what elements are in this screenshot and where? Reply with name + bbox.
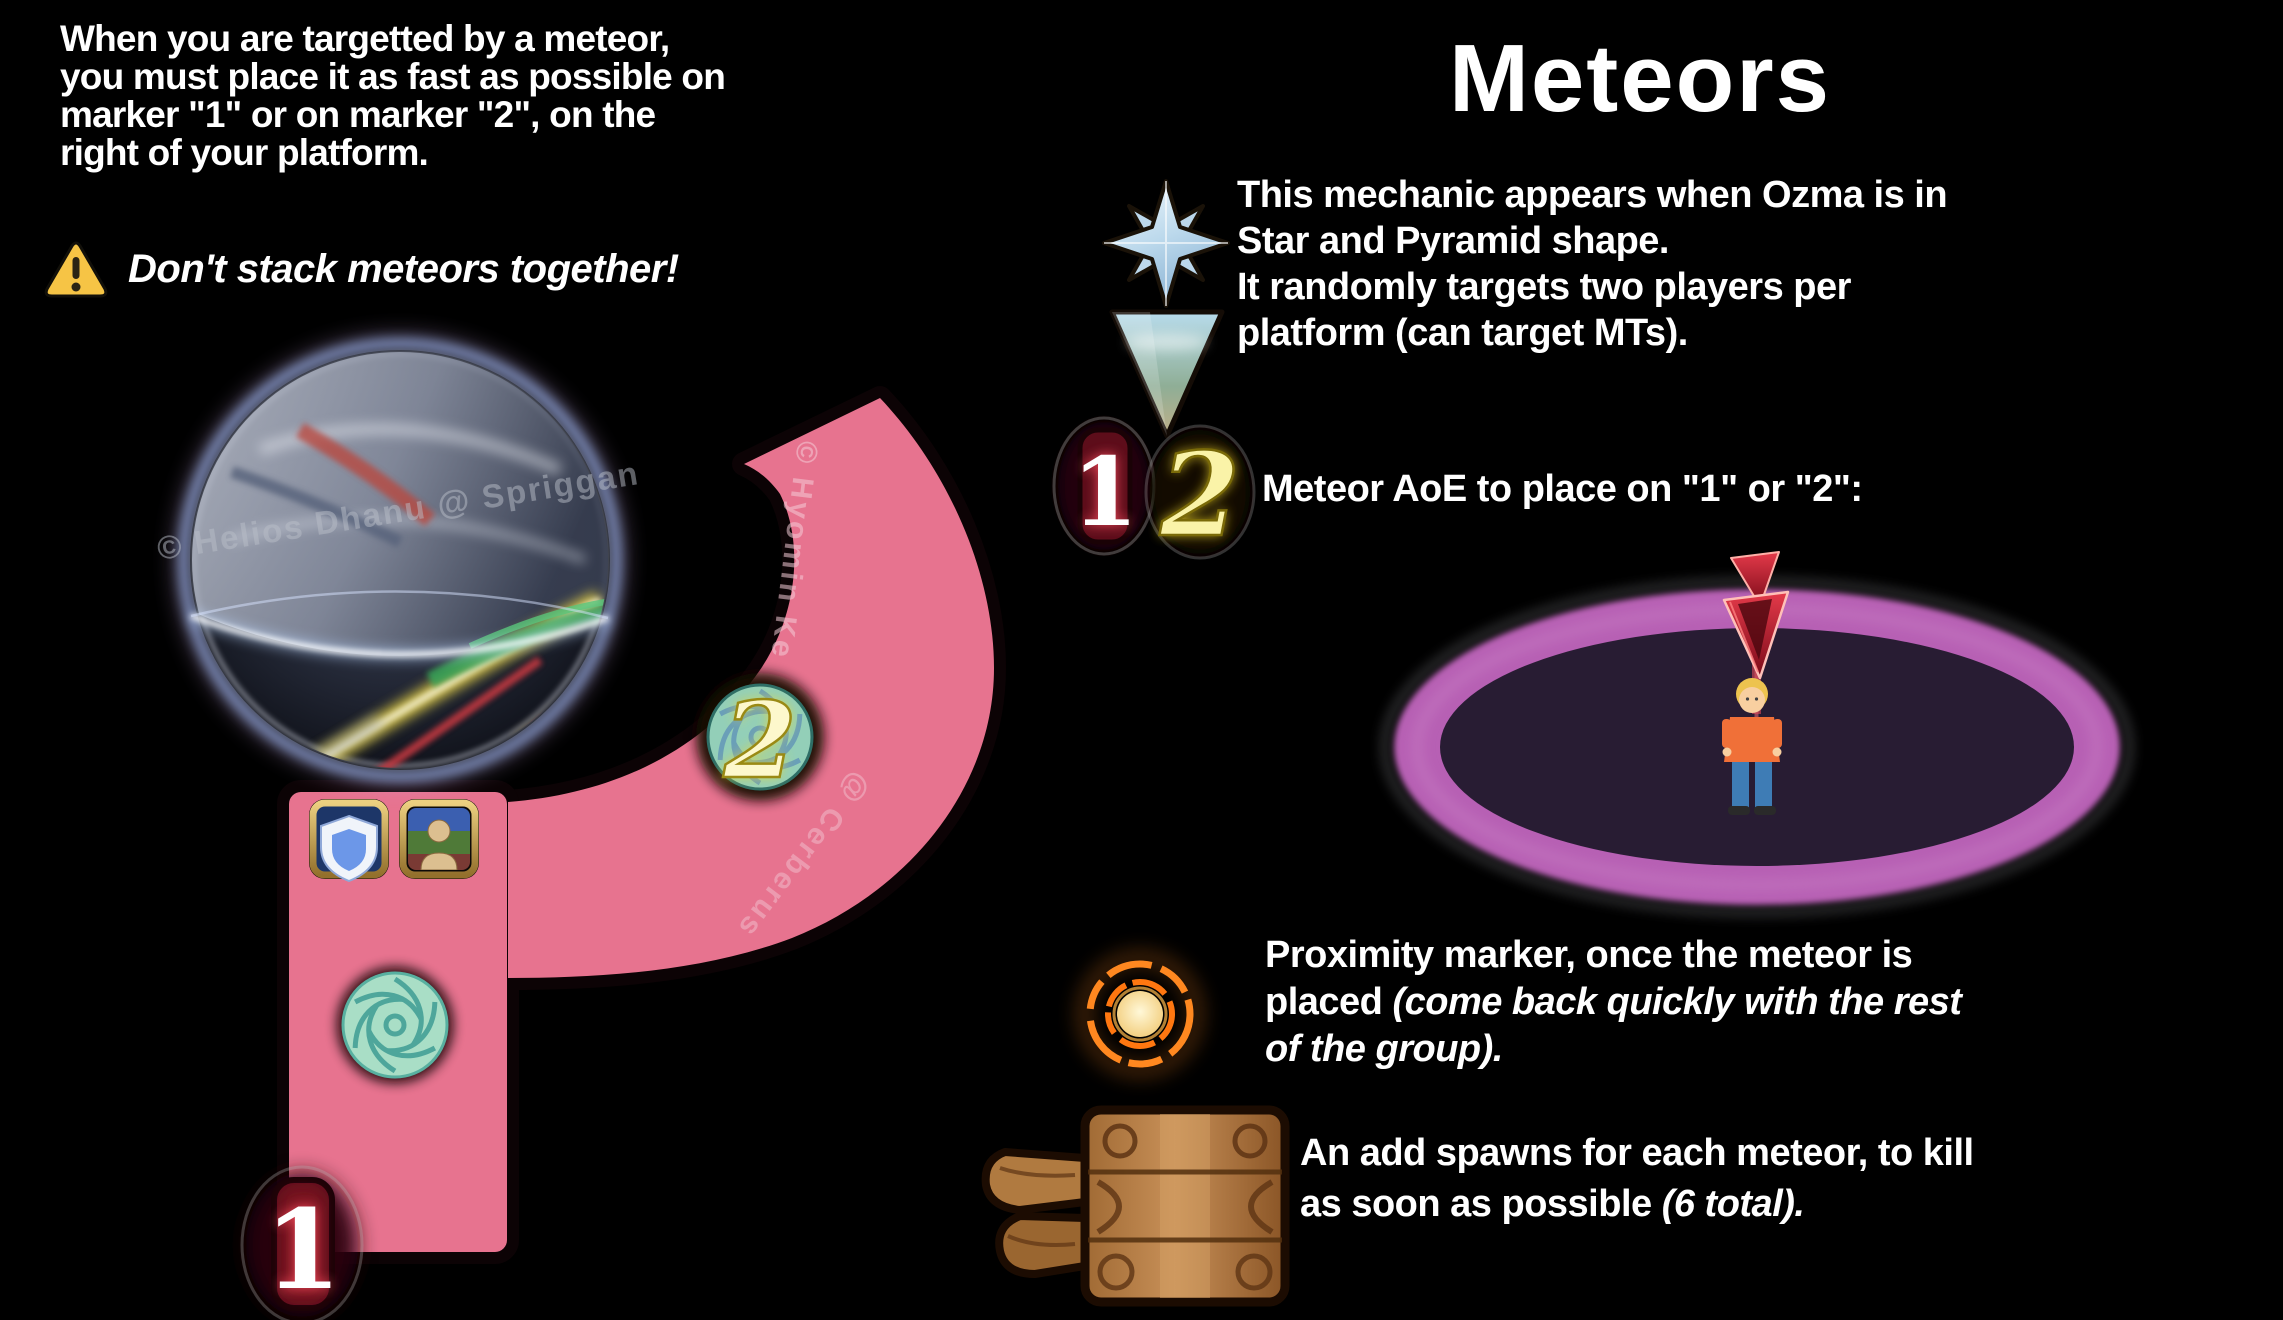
warning-triangle-icon — [44, 241, 108, 298]
mechanic-line: It randomly targets two players per — [1237, 266, 1851, 308]
page-title: Meteors — [1448, 25, 1832, 132]
intro-line: marker "1" or on marker "2", on the — [60, 94, 656, 135]
intro-line: you must place it as fast as possible on — [60, 56, 726, 97]
waymark-2-small-glyph: 2 — [1159, 428, 1240, 563]
add-line-italic: (6 total). — [1661, 1183, 1805, 1225]
meteor-target-arrow-icon — [1722, 551, 1790, 730]
tank-role-icon — [309, 799, 389, 883]
waymark-2-small-glyph-glow: 2 — [1159, 428, 1240, 563]
proximity-paragraph: Proximity marker, once the meteor is pla… — [1265, 932, 1962, 1073]
waymark-2-glyph: 2 — [722, 678, 796, 802]
add-paragraph: An add spawns for each meteor, to kill a… — [1300, 1128, 1974, 1230]
proximity-line-italic: of the group). — [1265, 1028, 1503, 1070]
proximity-line: Proximity marker, once the meteor is — [1265, 934, 1913, 976]
warning-row: Don't stack meteors together! — [44, 240, 679, 298]
meteor-aoe-label: Meteor AoE to place on "1" or "2": — [1262, 468, 1863, 510]
ozma-star-icon — [1102, 179, 1230, 308]
waymark-1-glyph: 1 — [265, 1185, 342, 1314]
add-line: as soon as possible (6 total). — [1300, 1179, 1974, 1230]
intro-line: right of your platform. — [60, 132, 429, 173]
ozma-pyramid-icon — [1109, 309, 1225, 439]
waymark-1-small-icon: 1 1 — [1052, 416, 1156, 556]
waymark-1-icon: 1 1 — [240, 1165, 364, 1320]
targeted-player-figure — [1722, 678, 1782, 815]
intro-paragraph: When you are targetted by a meteor, you … — [60, 18, 726, 173]
proximity-marker-icon — [1077, 951, 1203, 1077]
waymark-2-icon: 2 2 — [696, 673, 824, 803]
portal-icon — [337, 967, 453, 1083]
add-line: An add spawns for each meteor, to kill — [1300, 1132, 1974, 1174]
mechanic-line: Star and Pyramid shape. — [1237, 220, 1670, 262]
mechanic-line: platform (can target MTs). — [1237, 312, 1688, 354]
mechanic-line: This mechanic appears when Ozma is in — [1237, 174, 1948, 216]
waymark-2-glyph-glow: 2 — [722, 678, 796, 802]
intro-line: When you are targetted by a meteor, — [60, 18, 670, 59]
waymark-1-glyph-glow: 1 — [265, 1185, 342, 1314]
add-line-normal: as soon as possible — [1300, 1183, 1662, 1225]
mechanic-paragraph: This mechanic appears when Ozma is in St… — [1237, 172, 1948, 356]
proximity-line: placed (come back quickly with the rest — [1265, 979, 1962, 1026]
proximity-line-italic: (come back quickly with the rest — [1392, 981, 1962, 1023]
waymark-1-small-glyph-glow: 1 — [1072, 437, 1138, 548]
party-member-icon — [399, 799, 479, 879]
waymark-1-small-glyph: 1 — [1072, 437, 1138, 548]
waymark-2-small-icon: 2 2 — [1144, 424, 1256, 564]
warning-text: Don't stack meteors together! — [128, 246, 679, 291]
proximity-line-normal: placed — [1265, 981, 1393, 1023]
meteor-add-icon — [981, 1105, 1290, 1307]
